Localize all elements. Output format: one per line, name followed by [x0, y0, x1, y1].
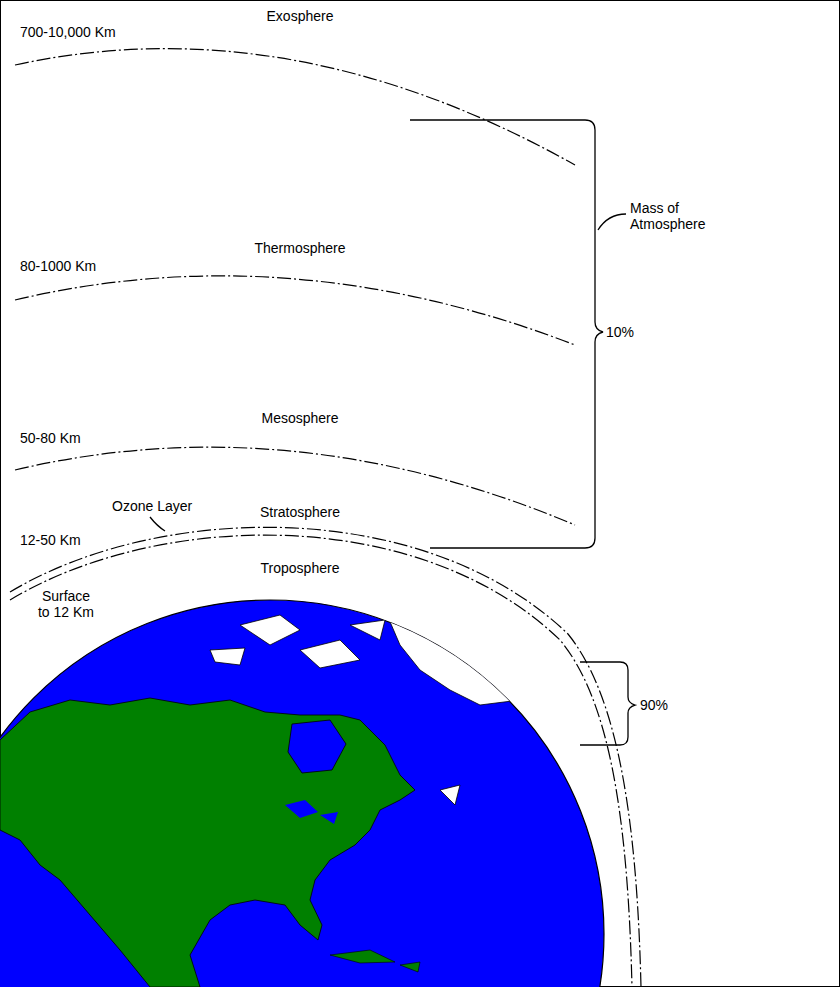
north-america [0, 698, 415, 987]
mass-percent: 10% [606, 324, 634, 340]
label-slot: Stratosphere [260, 504, 340, 520]
label-slot: 50-80 Km [20, 430, 81, 446]
label-slot: Thermosphere [254, 240, 345, 256]
lower-bracket [580, 662, 635, 745]
ozone-boundary [10, 527, 641, 987]
label-slot: 12-50 Km [20, 532, 81, 548]
label-slot: Troposphere [261, 560, 340, 576]
label-slot: 90% [640, 697, 668, 713]
label-slot: Mesosphere [261, 410, 338, 426]
label-slot: 700-10,000 Km [20, 24, 116, 40]
greenland [385, 600, 560, 705]
mass-leader [598, 214, 626, 230]
cuba [330, 950, 420, 972]
layer-boundaries [10, 49, 641, 987]
label-slot: Ozone Layer [112, 498, 192, 514]
thermosphere-boundary [15, 276, 575, 345]
layer-name: Stratosphere [260, 504, 340, 520]
mass-percent: 90% [640, 697, 668, 713]
altitude-range: Surface to 12 Km [35, 588, 97, 620]
layer-name: Ozone Layer [112, 498, 192, 514]
label-slot: Exosphere [267, 8, 334, 24]
bracket-note: Mass of Atmosphere [630, 200, 720, 232]
hudson-bay [288, 720, 346, 773]
ozone-leader [150, 517, 165, 531]
stratosphere-boundary [10, 535, 632, 987]
label-slot: Surface to 12 Km [35, 588, 97, 620]
layer-name: Mesosphere [261, 410, 338, 426]
exosphere-boundary [15, 49, 575, 165]
mesosphere-boundary [15, 447, 575, 525]
layer-name: Exosphere [267, 8, 334, 24]
label-slot: 80-1000 Km [20, 258, 96, 274]
upper-bracket [410, 120, 603, 548]
altitude-range: 80-1000 Km [20, 258, 96, 274]
altitude-range: 50-80 Km [20, 430, 81, 446]
altitude-range: 700-10,000 Km [20, 24, 116, 40]
great-lakes [285, 800, 338, 824]
arctic-islands [210, 615, 460, 805]
altitude-range: 12-50 Km [20, 532, 81, 548]
brackets [150, 120, 635, 745]
ocean [0, 600, 604, 987]
layer-name: Thermosphere [254, 240, 345, 256]
label-slot: 10% [606, 324, 634, 340]
layer-name: Troposphere [261, 560, 340, 576]
label-slot: Mass of Atmosphere [630, 200, 720, 232]
earth [0, 600, 604, 987]
